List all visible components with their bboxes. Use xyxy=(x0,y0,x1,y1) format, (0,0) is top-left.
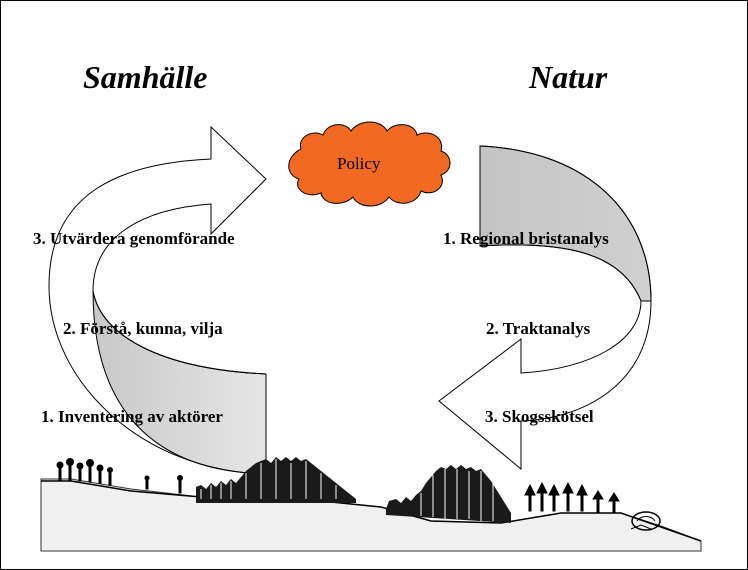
dense-stand-2 xyxy=(386,465,511,523)
scattered-trees-right xyxy=(524,481,620,514)
right-step-3: 3. Skogsskötsel xyxy=(485,407,594,426)
left-step-3: 3. Utvärdera genomförande xyxy=(33,229,235,248)
forest-landscape xyxy=(40,457,702,552)
heading-natur: Natur xyxy=(529,59,608,95)
ground-profile xyxy=(40,478,702,552)
right-step-2: 2. Traktanalys xyxy=(486,319,591,338)
left-arrow-outline xyxy=(48,125,267,475)
left-step-2: 2. Förstå, kunna, vilja xyxy=(63,319,223,338)
right-arrow-outline xyxy=(438,145,652,471)
heading-samhalle: Samhälle xyxy=(83,59,208,95)
policy-cloud xyxy=(288,121,451,207)
policy-cloud-shape xyxy=(288,121,451,207)
right-step-1: 1. Regional bristanalys xyxy=(443,229,609,248)
sparse-trees-left xyxy=(56,458,183,494)
policy-label: Policy xyxy=(337,154,381,173)
right-arrow-shaded-strip xyxy=(479,145,652,302)
bush-right xyxy=(630,511,661,531)
dense-stand-1 xyxy=(196,457,356,503)
ground-line xyxy=(41,480,702,542)
right-cycle-arrow xyxy=(438,145,652,471)
left-step-1: 1. Inventering av aktörer xyxy=(41,407,223,426)
